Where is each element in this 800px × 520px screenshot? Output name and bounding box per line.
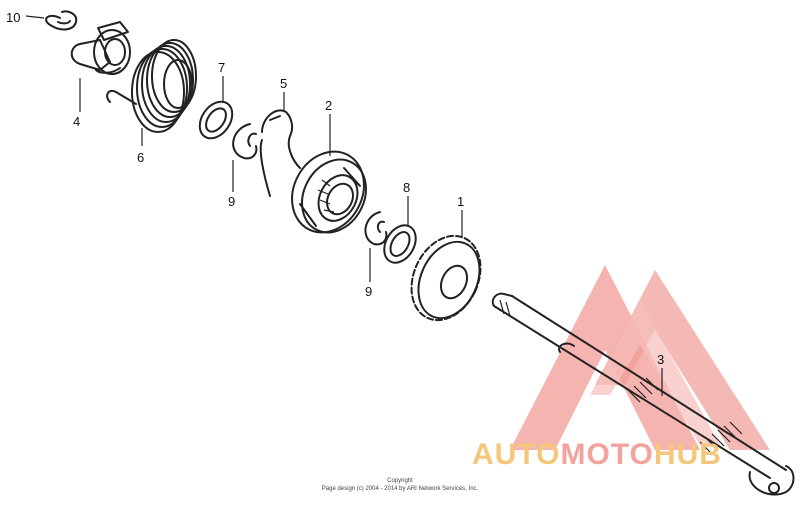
callout-4: 4	[73, 114, 80, 129]
callout-3: 3	[657, 352, 664, 367]
callout-labels: 10 4 6 7 5 2 9 8 1 9 3	[6, 10, 664, 367]
part-5-ratchet-spring	[259, 109, 301, 197]
callout-8: 8	[403, 180, 410, 195]
part-9-circlip-upper	[232, 123, 258, 160]
part-8-washer	[383, 224, 417, 264]
leader-lines	[25, 15, 663, 396]
callout-6: 6	[137, 150, 144, 165]
callout-5: 5	[280, 76, 287, 91]
callout-10: 10	[6, 10, 20, 25]
callout-7: 7	[218, 60, 225, 75]
callout-1: 1	[457, 194, 464, 209]
callout-9-upper: 9	[228, 194, 235, 209]
part-4-spindle-holder	[70, 21, 131, 75]
watermark-auto: AUTO	[472, 438, 561, 471]
part-6-kick-spring	[106, 39, 197, 133]
copyright-label: Copyright	[387, 478, 413, 484]
part-9-circlip-lower	[364, 211, 388, 246]
part-2-ratchet	[291, 150, 367, 234]
watermark-moto: MOTO	[560, 438, 654, 471]
watermark-hub: HUB	[653, 438, 722, 471]
callout-2: 2	[325, 98, 332, 113]
part-3-spindle	[491, 292, 795, 496]
watermark-triangle-inner	[590, 300, 720, 445]
callout-9-lower: 9	[365, 284, 372, 299]
copyright-notice: Page design (c) 2004 - 2014 by ARI Netwo…	[321, 486, 479, 492]
part-10-circlip	[45, 10, 78, 31]
watermark-brand: AUTOMOTOHUB	[472, 438, 722, 472]
part-1-gear	[410, 234, 482, 322]
part-7-washer	[198, 100, 234, 140]
